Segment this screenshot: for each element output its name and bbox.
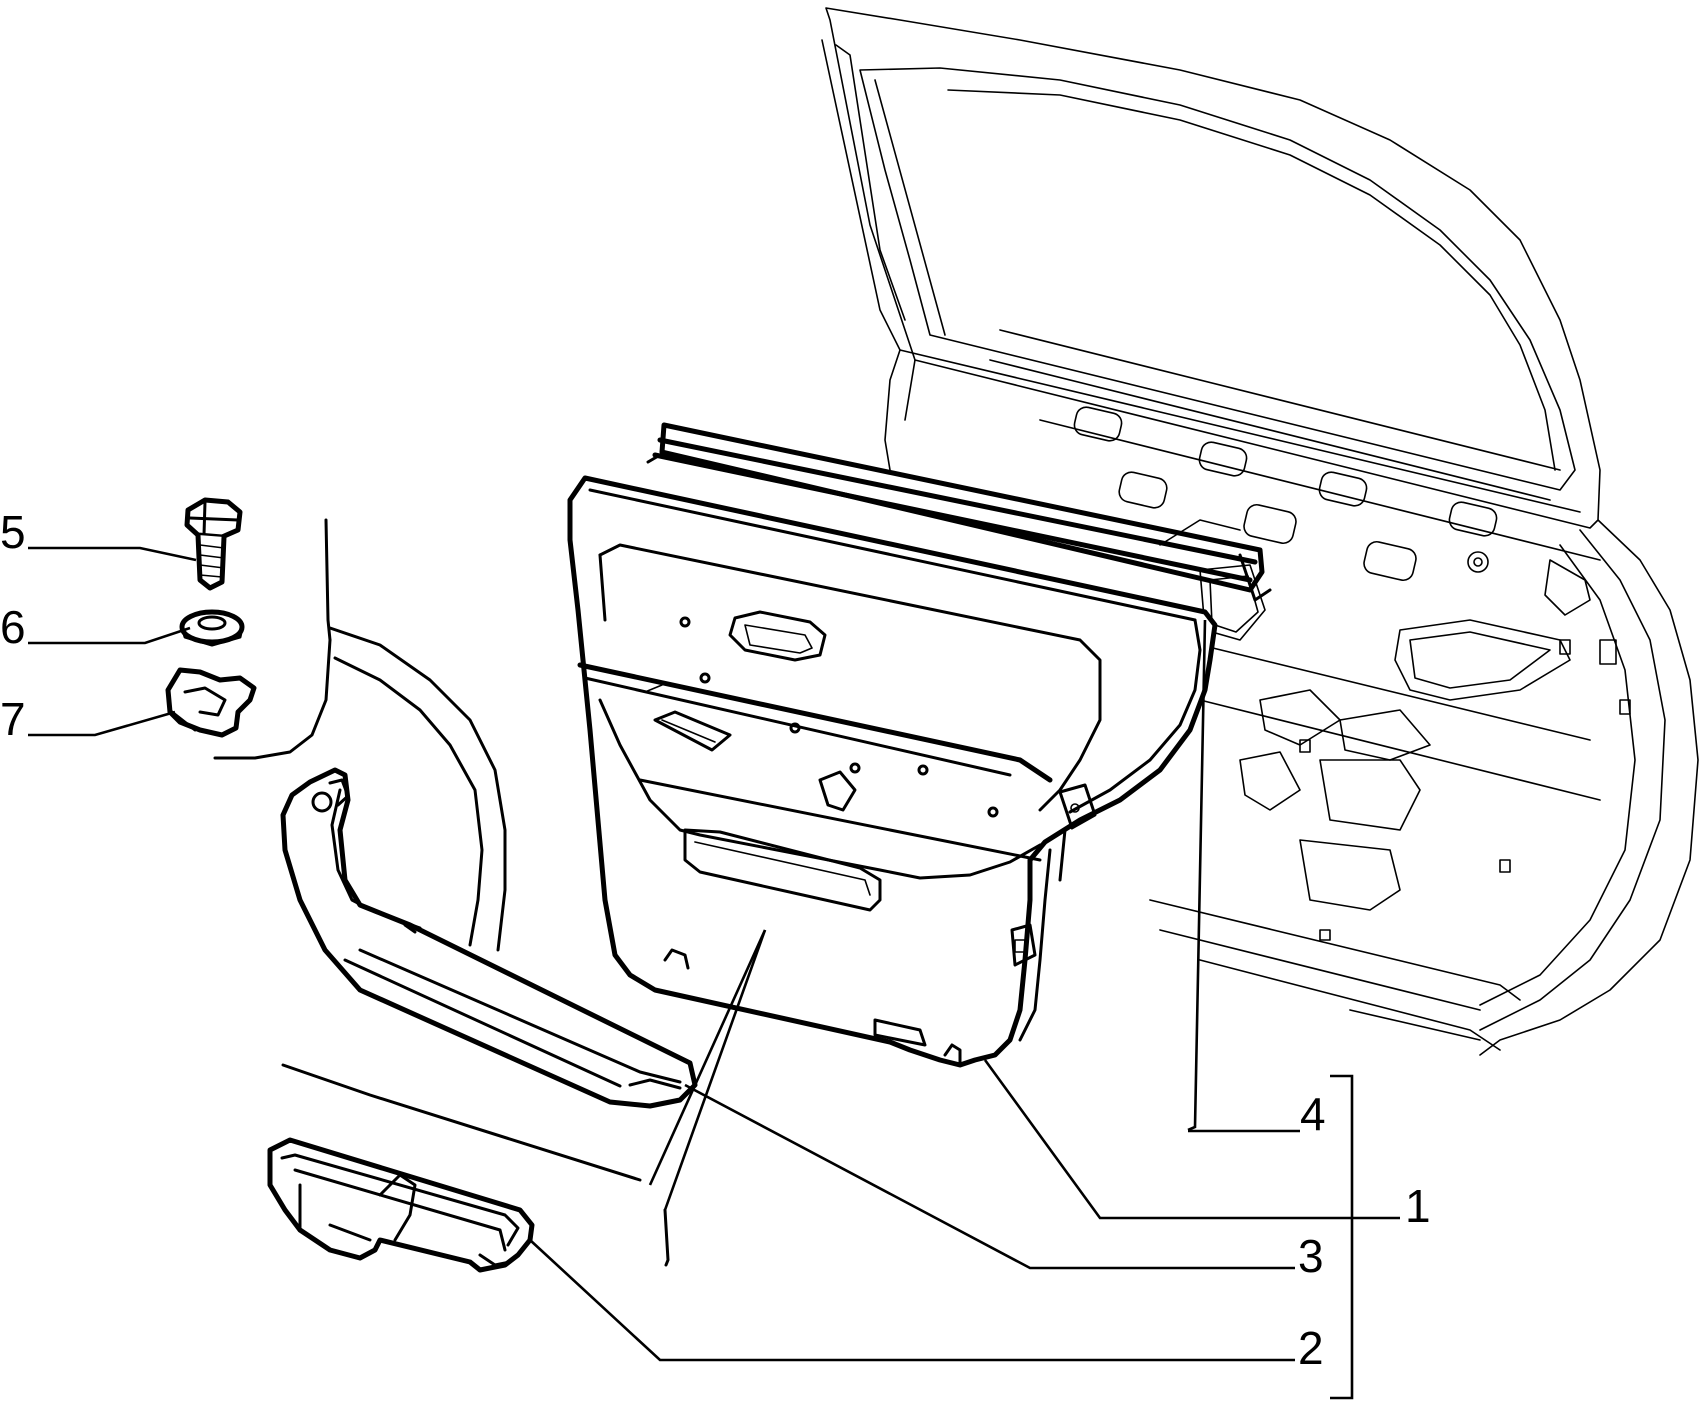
callout-2: 2 [1298,1322,1324,1374]
door-shell [821,7,1699,1056]
door-pocket-bin [267,1137,535,1273]
door-trim-panel [567,475,1218,1068]
armrest-handle [280,767,698,1109]
callout-1: 1 [1405,1180,1431,1232]
callout-labels: 5 6 7 4 1 3 2 [0,506,1431,1374]
callout-3: 3 [1298,1230,1324,1282]
window-seal-strip [646,422,1272,602]
callout-7: 7 [0,693,26,745]
callout-5: 5 [0,506,26,558]
reference-contours [213,518,670,1267]
callout-leaders [28,546,1400,1400]
clip-nut [165,667,257,738]
bolt [184,497,243,591]
callout-6: 6 [0,601,26,653]
washer [179,609,245,647]
callout-4: 4 [1300,1088,1326,1140]
